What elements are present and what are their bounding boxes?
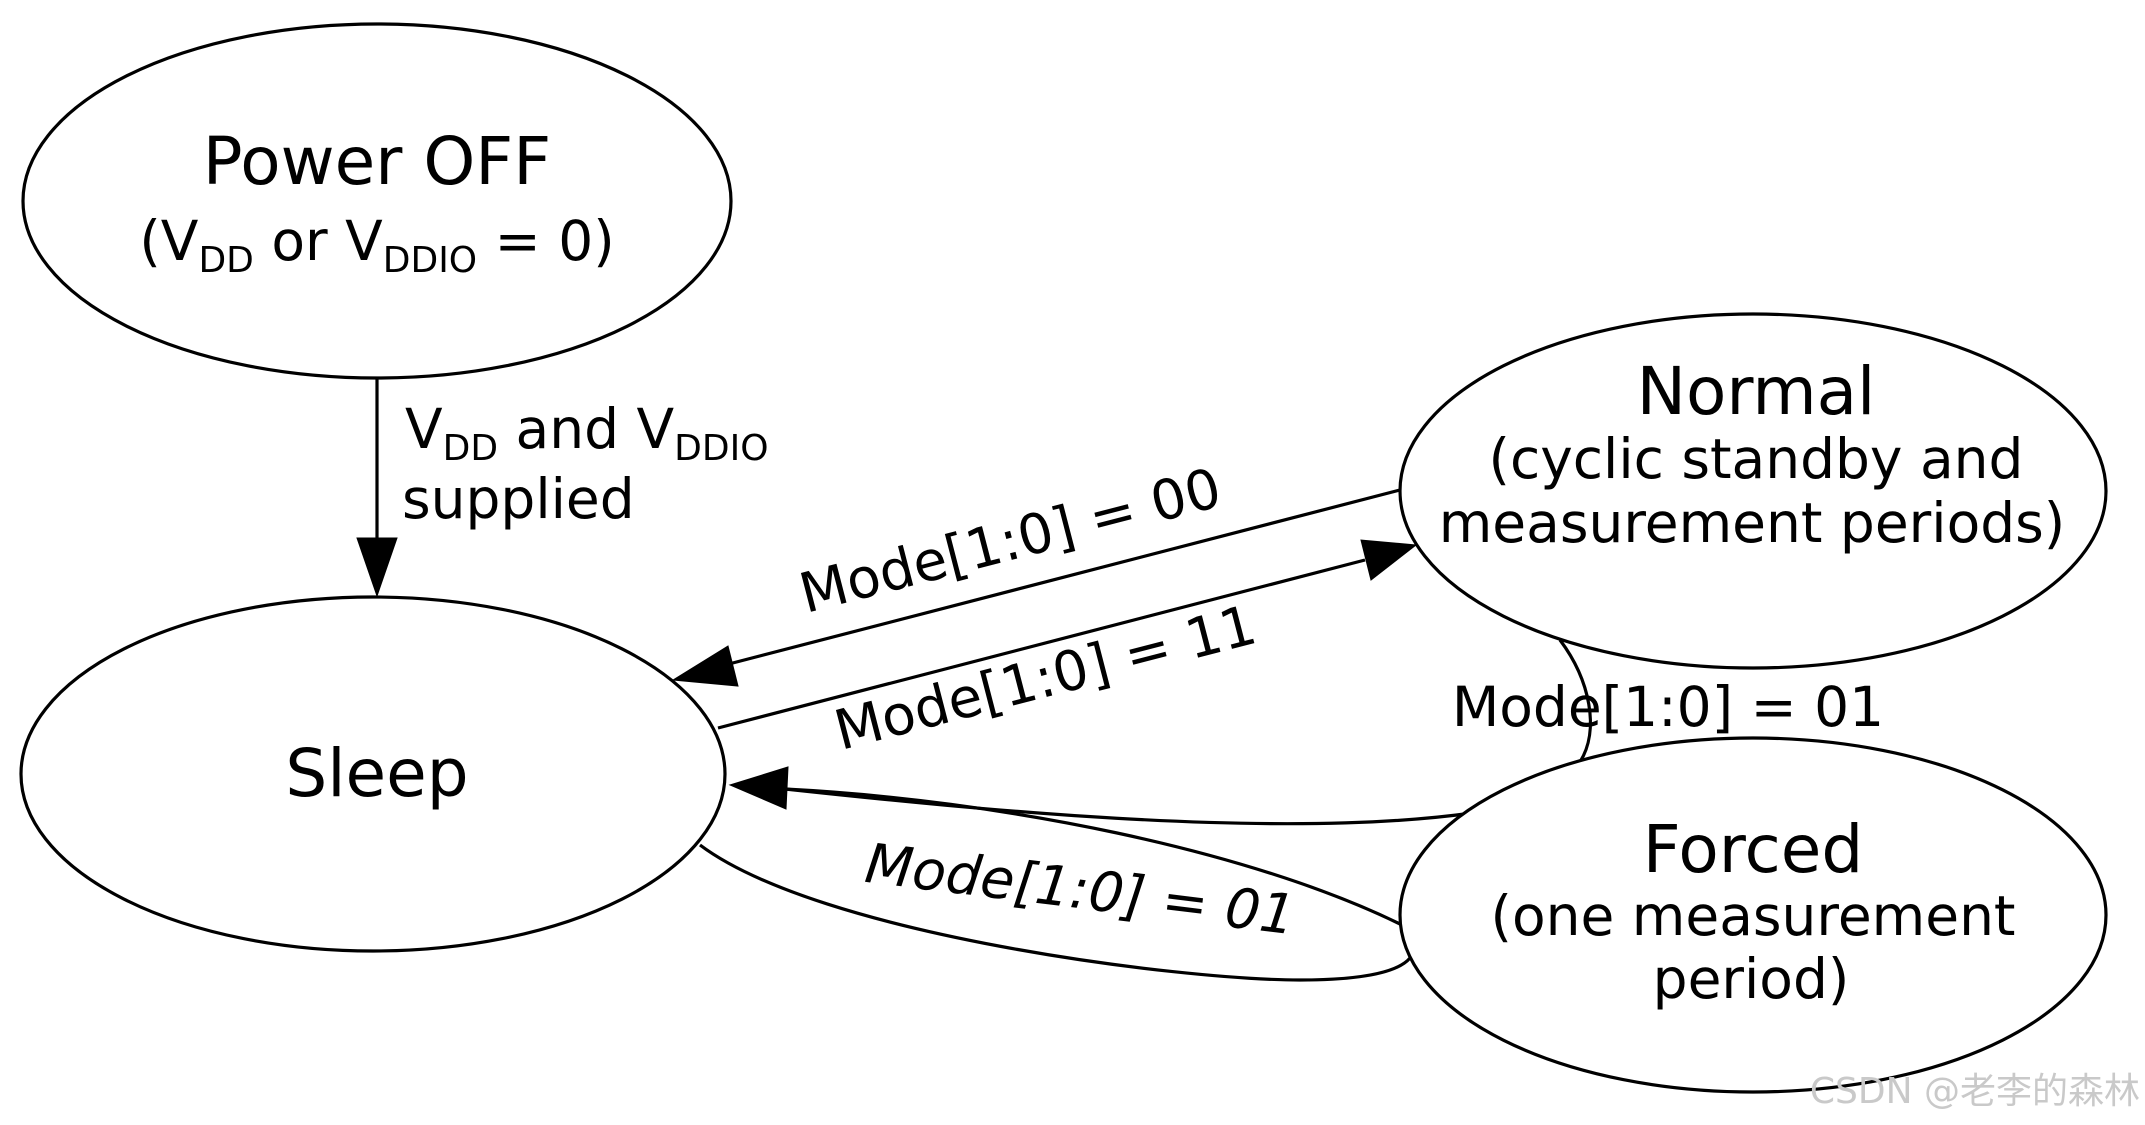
node-sleep-title: Sleep <box>285 735 468 812</box>
arrowhead <box>671 645 739 687</box>
node-sleep: Sleep <box>19 595 727 953</box>
edge-label-sleep-to-normal: Mode[1:0] = 11 <box>828 593 1263 763</box>
edge-sleep-forced-loop <box>699 843 1412 982</box>
edge-label-power-line1: VDD and VDDIO <box>405 397 769 469</box>
edge-power-to-sleep <box>356 378 398 598</box>
node-power-off: Power OFF (VDD or VDDIO = 0) <box>21 22 733 380</box>
node-normal-line1: (cyclic standby and <box>1489 427 2024 491</box>
arrowhead <box>356 537 398 598</box>
edge-label-power-line2: supplied <box>402 467 635 531</box>
arrowhead <box>1360 539 1418 581</box>
node-forced: Forced (one measurement period) <box>1398 736 2108 1094</box>
edge-forced-to-sleep <box>728 766 1473 927</box>
edge-sleep-to-normal <box>717 539 1418 730</box>
edge-label-power-to-sleep: VDD and VDDIO supplied <box>402 397 769 531</box>
edge-label-normal-to-sleep: Mode[1:0] = 00 <box>793 456 1228 626</box>
watermark: CSDN @老李的森林 <box>1810 1071 2140 1112</box>
node-forced-line2: period) <box>1653 947 1850 1011</box>
edge-label-normal-to-forced: Mode[1:0] = 01 <box>1452 675 1884 739</box>
node-forced-title: Forced <box>1643 811 1863 888</box>
edge-normal-to-sleep <box>671 488 1401 687</box>
edge-normal-to-forced <box>1558 639 1592 763</box>
node-normal: Normal (cyclic standby and measurement p… <box>1398 312 2108 670</box>
arrowhead <box>728 766 789 810</box>
node-forced-line1: (one measurement <box>1491 884 2016 948</box>
node-power-off-title: Power OFF <box>203 123 551 200</box>
node-normal-line2: measurement periods) <box>1439 491 2066 555</box>
node-normal-title: Normal <box>1637 353 1876 430</box>
node-power-off-condition: (VDD or VDDIO = 0) <box>139 209 614 281</box>
